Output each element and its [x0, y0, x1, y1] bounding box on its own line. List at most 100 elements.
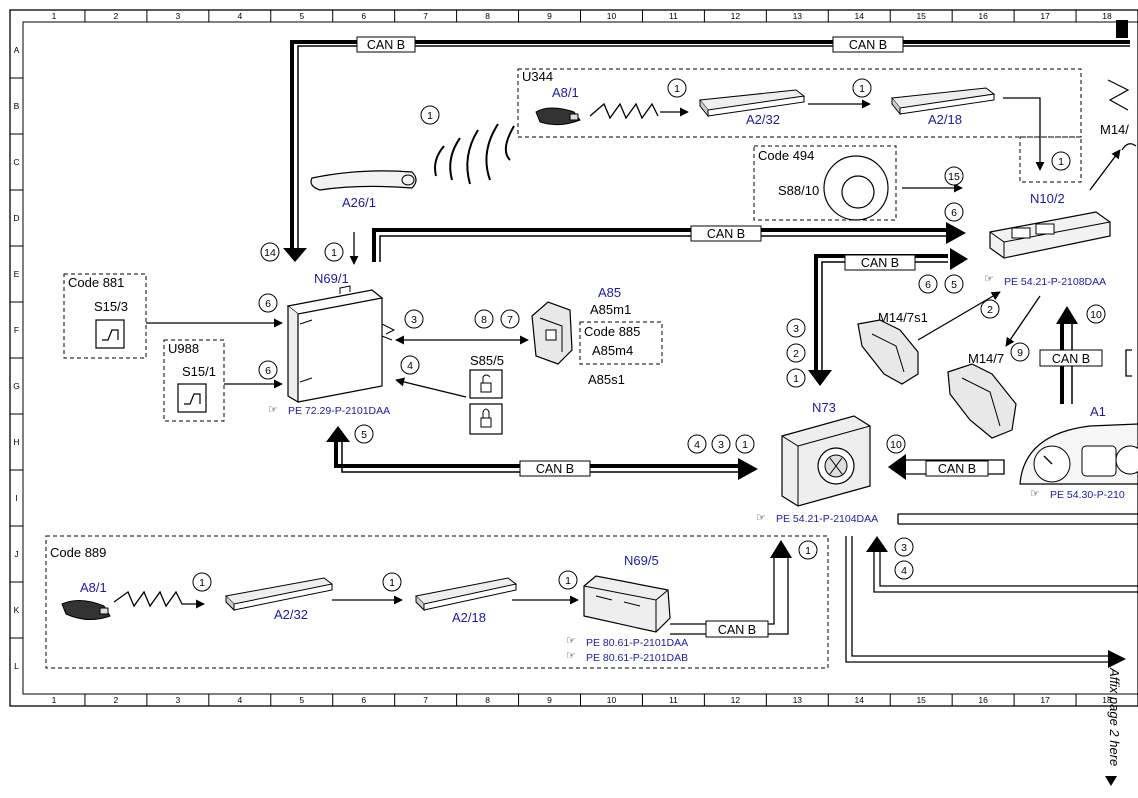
svg-text:CAN B: CAN B	[718, 623, 756, 637]
grid-column-label: 8	[485, 11, 490, 21]
label-a85m4: A85m4	[592, 343, 633, 358]
step-marker	[667, 78, 687, 98]
step-marker	[980, 299, 1000, 319]
label-a85m1: A85m1	[590, 302, 631, 317]
grid-column-label: 13	[793, 695, 803, 705]
svg-text:9: 9	[1017, 347, 1023, 359]
svg-text:5: 5	[951, 279, 957, 291]
can-label-k: CAN B	[705, 620, 769, 638]
grid-row-label: I	[15, 493, 17, 503]
label-n69-1: N69/1	[314, 271, 349, 286]
svg-text:3: 3	[901, 542, 907, 554]
grid-column-label: 7	[423, 11, 428, 21]
group-code885	[579, 321, 663, 365]
door-handle-icon	[310, 170, 417, 191]
grid-column-label: 7	[423, 695, 428, 705]
step-marker	[886, 434, 906, 454]
step-marker	[258, 360, 278, 380]
grid-column-label: 5	[299, 695, 304, 705]
grid-column-label: 9	[547, 11, 552, 21]
remote-key-icon	[535, 107, 581, 126]
label-a85: A85	[598, 285, 621, 300]
step-marker	[324, 242, 344, 262]
group-code494	[753, 145, 897, 221]
group-code885-label: Code 885	[584, 324, 640, 339]
grid-column-label: 3	[175, 695, 180, 705]
svg-text:2: 2	[987, 304, 993, 316]
svg-text:☞: ☞	[566, 635, 576, 647]
label-s85-5: S85/5	[470, 353, 504, 368]
svg-text:1: 1	[742, 439, 748, 451]
antenna-module-icon	[891, 87, 996, 116]
svg-text:☞: ☞	[756, 512, 766, 524]
svg-text:6: 6	[265, 365, 271, 377]
group-code889	[45, 535, 829, 669]
rf-signal-zigzag	[589, 102, 659, 120]
grid-column-label: 2	[114, 695, 119, 705]
group-u344-label: U344	[522, 69, 553, 84]
step-marker	[258, 293, 278, 313]
grid-row-label: J	[14, 549, 18, 559]
svg-text:3: 3	[793, 323, 799, 335]
group-code494-label: Code 494	[758, 148, 814, 163]
grid-column-label: 2	[114, 11, 119, 21]
svg-text:15: 15	[948, 171, 960, 183]
can-bus-n69-5-to-n73	[670, 540, 792, 635]
step-marker	[894, 560, 914, 580]
svg-text:1: 1	[793, 373, 799, 385]
svg-text:7: 7	[507, 314, 513, 326]
grid-column-label: 15	[916, 695, 926, 705]
label-a2-18-bot: A2/18	[452, 610, 486, 625]
side-note: Affix page 2 here	[1107, 667, 1122, 766]
grid-column-label: 14	[855, 695, 865, 705]
step-marker	[260, 242, 280, 262]
grid-column-label: 5	[299, 11, 304, 21]
grid-column-label: 9	[547, 695, 552, 705]
grid-column-label: 17	[1040, 695, 1050, 705]
ref-n73: PE 54.21-P-2104DAA	[776, 513, 878, 525]
step-marker	[786, 343, 806, 363]
instrument-cluster-icon	[1019, 423, 1138, 485]
can-label-h2: CAN B	[925, 460, 989, 477]
grid-column-label: 6	[361, 11, 366, 21]
ref-a1: PE 54.30-P-210	[1050, 489, 1125, 501]
grid-column-label: 12	[731, 695, 741, 705]
grid-column-label: 1	[52, 11, 57, 21]
step-marker	[711, 434, 731, 454]
can-label-h: CAN B	[519, 460, 591, 477]
group-code881	[63, 273, 147, 359]
step-marker	[894, 537, 914, 557]
grid-row-label: L	[14, 661, 19, 671]
svg-text:1: 1	[331, 247, 337, 259]
svg-text:3: 3	[411, 314, 417, 326]
grid-row-label: H	[13, 437, 19, 447]
step-marker	[500, 309, 520, 329]
group-u988-label: U988	[168, 341, 199, 356]
svg-text:1: 1	[674, 83, 680, 95]
step-marker	[420, 105, 440, 125]
grid-row-label: K	[14, 605, 20, 615]
group-code889-label: Code 889	[50, 545, 106, 560]
grid-column-label: 1	[52, 695, 57, 705]
grid-column-label: 15	[916, 11, 926, 21]
grid-row-label: C	[13, 157, 19, 167]
label-n10-2: N10/2	[1030, 191, 1065, 206]
grid-column-label: 11	[669, 695, 678, 705]
can-label-top-1: CAN B	[356, 36, 416, 53]
grid-column-label: 14	[855, 11, 865, 21]
svg-text:3: 3	[718, 439, 724, 451]
ignition-switch-icon	[781, 415, 871, 507]
step-marker	[1010, 342, 1030, 362]
grid-column-label: 6	[361, 695, 366, 705]
grid-column-label: 8	[485, 695, 490, 705]
step-marker	[852, 78, 872, 98]
down-arrow-icon	[1105, 776, 1117, 786]
switch-s88-icon	[823, 155, 889, 221]
grid-row-label: B	[14, 101, 20, 111]
svg-text:1: 1	[805, 545, 811, 557]
group-u988	[163, 339, 225, 422]
ref-n10-2: PE 54.21-P-2108DAA	[1004, 276, 1106, 288]
can-label-e: CAN B	[844, 254, 916, 271]
can-label-top-2: CAN B	[832, 36, 904, 53]
